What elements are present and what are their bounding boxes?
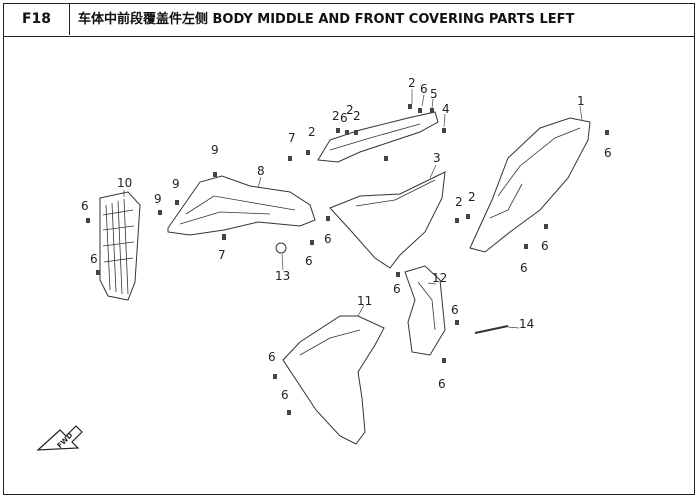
callout-6k: 6 <box>451 303 459 317</box>
part-lower-fairing[interactable] <box>282 315 385 445</box>
header-bar: F18 车体中前段覆盖件左侧 BODY MIDDLE AND FRONT COV… <box>4 4 694 37</box>
callout-5: 5 <box>430 87 438 101</box>
figure-title: 车体中前段覆盖件左侧 BODY MIDDLE AND FRONT COVERIN… <box>78 12 575 27</box>
part-side-panel[interactable] <box>329 171 446 269</box>
callout-13: 13 <box>275 269 290 283</box>
callout-14: 14 <box>519 317 534 331</box>
callout-10: 10 <box>117 176 132 190</box>
callout-6f: 6 <box>81 199 89 213</box>
callout-6d: 6 <box>541 239 549 253</box>
callout-6j: 6 <box>393 282 401 296</box>
callout-9b: 9 <box>172 177 180 191</box>
part-side-cowl[interactable] <box>469 117 591 253</box>
figure-code: F18 <box>4 4 70 35</box>
part-radiator-guard[interactable] <box>99 191 141 301</box>
callout-6g: 6 <box>90 252 98 266</box>
callout-8: 8 <box>257 164 265 178</box>
screw-group <box>86 104 609 415</box>
callout-6n: 6 <box>281 388 289 402</box>
part-pin[interactable] <box>474 325 509 334</box>
callout-7: 7 <box>288 131 296 145</box>
callout-3: 3 <box>433 151 441 165</box>
callout-2: 2 <box>408 76 416 90</box>
callout-11: 11 <box>357 294 372 308</box>
callout-6e: 6 <box>520 261 528 275</box>
part-upper-bracket[interactable] <box>317 111 439 163</box>
callout-2g: 2 <box>468 190 476 204</box>
callout-2b: 2 <box>308 125 316 139</box>
part-inner-bracket[interactable] <box>404 265 446 356</box>
leader-lines <box>123 89 583 329</box>
callout-6b: 6 <box>340 111 348 125</box>
callout-6i: 6 <box>305 254 313 268</box>
callout-6m: 6 <box>268 350 276 364</box>
callout-9: 9 <box>211 143 219 157</box>
callout-9c: 9 <box>154 192 162 206</box>
callout-12: 12 <box>432 271 447 285</box>
callout-2f: 2 <box>455 195 463 209</box>
callout-2c: 2 <box>332 109 340 123</box>
callout-1: 1 <box>577 94 585 108</box>
callout-6: 6 <box>420 82 428 96</box>
callout-6l: 6 <box>438 377 446 391</box>
part-grommet[interactable] <box>275 242 287 254</box>
part-front-fairing[interactable] <box>167 175 316 236</box>
callout-7b: 7 <box>218 248 226 262</box>
callout-2d: 2 <box>346 103 354 117</box>
callout-2e: 2 <box>353 109 361 123</box>
fwd-arrow-icon: FWD <box>36 425 83 451</box>
callout-4: 4 <box>442 102 450 116</box>
callout-6h: 6 <box>324 232 332 246</box>
callout-6c: 6 <box>604 146 612 160</box>
